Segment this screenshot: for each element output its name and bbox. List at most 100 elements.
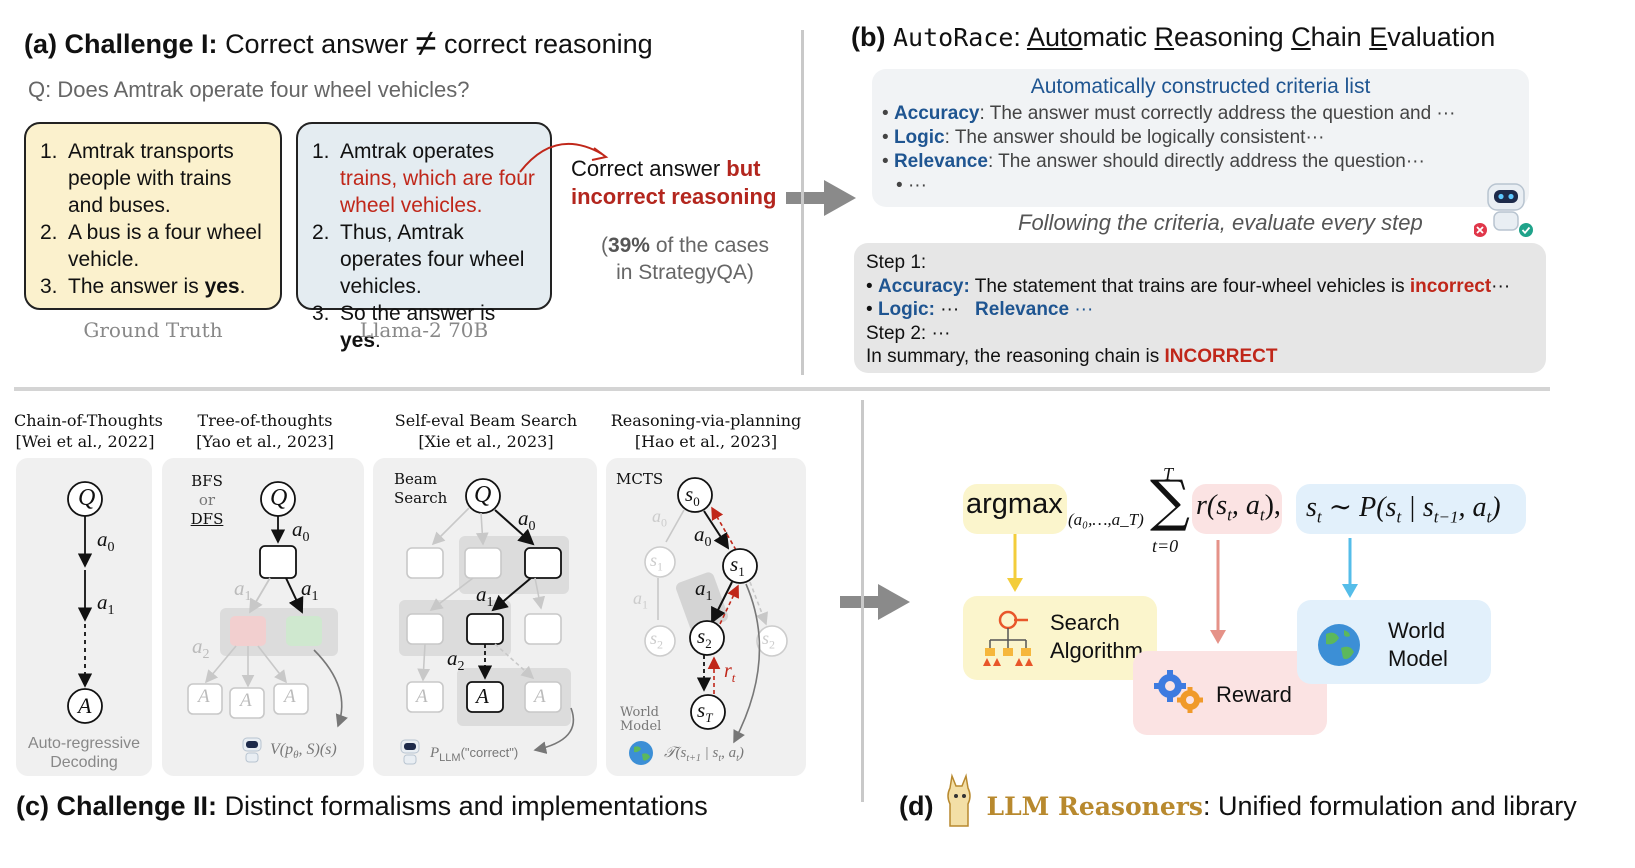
- question-text: Q: Does Amtrak operate four wheel vehicl…: [28, 77, 470, 102]
- beam-leaf-3: A: [534, 686, 546, 707]
- world-model-highlight: [1296, 484, 1526, 534]
- method-title-rap: Reasoning-via-planning[Hao et al., 2023]: [610, 411, 802, 451]
- criterion-accuracy: • Accuracy: The answer must correctly ad…: [882, 103, 1456, 124]
- mcts-a0: a0: [694, 522, 712, 551]
- eval-accuracy: • Accuracy: The statement that trains ar…: [866, 275, 1511, 297]
- criteria-title: Automatically constructed criteria list: [1030, 75, 1371, 98]
- mcts-s2-gray-right: s2: [762, 628, 776, 652]
- gears-icon: [1154, 670, 1203, 713]
- tot-a1-gray-label: a1: [234, 576, 252, 605]
- instruction-text: Following the criteria, evaluate every s…: [1018, 210, 1423, 235]
- list-item: 1.Amtrak operates trains, which are four…: [312, 140, 535, 217]
- method-title-beam: Self-eval Beam Search[Xie et al., 2023]: [394, 411, 578, 451]
- method-title-tot: Tree-of-thoughts[Yao et al., 2023]: [196, 411, 334, 451]
- mcts-s0: s0: [685, 482, 700, 510]
- beam-a0-label: a0: [518, 506, 536, 535]
- robot-icon: [242, 737, 262, 763]
- cot-a1-label: a1: [97, 590, 115, 619]
- llama-caption: Llama-2 70B: [359, 318, 489, 342]
- tot-value-function: V(pθ, S)(s): [270, 741, 337, 762]
- arrow-right-icon: [840, 584, 910, 620]
- list-item: 1.Amtrak transports people with trains a…: [40, 140, 234, 217]
- beam-score-function: PLLM("correct"): [430, 745, 519, 764]
- eval-summary: In summary, the reasoning chain is INCOR…: [866, 346, 1278, 367]
- tot-q-label: Q: [270, 485, 288, 511]
- divider-vertical: [801, 30, 804, 375]
- argmax-term: argmax: [966, 488, 1063, 520]
- statistic-text: (39% of the cases in StrategyQA): [600, 234, 770, 284]
- criterion-logic: • Logic: The answer should be logically …: [882, 127, 1325, 148]
- ground-truth-card: 1.Amtrak transports people with trains a…: [24, 122, 282, 310]
- globe-icon: [629, 741, 653, 765]
- sum-symbol: ∑: [1150, 469, 1190, 534]
- tot-diagram: [187, 481, 348, 728]
- tot-a0-label: a0: [292, 517, 310, 546]
- world-model-term: st ∼ P(st | st−1, at): [1306, 492, 1501, 527]
- mcts-s2: s2: [697, 624, 712, 652]
- robot-icon: [400, 739, 420, 765]
- criterion-more: • ···: [896, 175, 927, 196]
- eval-step-2: Step 2: ···: [866, 322, 951, 344]
- argmax-subscript: (a₀,…,a_T): [1068, 510, 1144, 529]
- mcts-reward: rt: [724, 660, 736, 685]
- panel-b-title: (b) AutoRace: Automatic Reasoning Chain …: [851, 22, 1496, 52]
- tot-a2-label: a2: [192, 634, 210, 663]
- cot-q-label: Q: [78, 485, 96, 511]
- cot-diagram: [67, 481, 103, 724]
- list-item: 3.So the answer is yes.: [312, 302, 496, 352]
- beam-leaf-1: A: [416, 686, 428, 707]
- beam-leaf-2: A: [476, 684, 489, 708]
- sum-lower: t=0: [1152, 536, 1179, 556]
- reward-highlight: [1192, 484, 1282, 534]
- beam-diagram: [399, 478, 575, 754]
- beam-q-label: Q: [474, 482, 492, 508]
- sum-upper: T: [1163, 464, 1174, 484]
- curved-arrow-icon: [519, 142, 609, 173]
- list-item: 2.A bus is a four wheel vehicle.: [40, 221, 262, 271]
- mcts-a0-gray: a0: [652, 506, 667, 530]
- search-tree-icon: [983, 610, 1033, 666]
- method-title-cot: Chain-of-Thoughts[Wei et al., 2022]: [14, 411, 163, 451]
- mcts-s1-gray: s1: [650, 550, 664, 574]
- beam-a1-label: a1: [476, 582, 494, 611]
- argmax-highlight: [963, 484, 1067, 534]
- mcts-sT: sT: [697, 698, 713, 726]
- mcts-a1-gray: a1: [633, 588, 648, 612]
- cot-answer-label: A: [78, 693, 92, 718]
- panel-c-title: (c) Challenge II: Distinct formalisms an…: [16, 791, 708, 821]
- list-item: 2.Thus, Amtrak operates four wheel vehic…: [312, 221, 525, 298]
- evaluation-box: Step 1: • Accuracy: The statement that t…: [854, 243, 1546, 373]
- cot-a0-label: a0: [97, 527, 115, 556]
- tot-a1-label: a1: [301, 576, 319, 605]
- llama-answer-card: 1.Amtrak operates trains, which are four…: [296, 122, 552, 352]
- divider-vertical: [861, 400, 864, 802]
- reward-term: r(st, at),: [1196, 490, 1281, 525]
- mcts-diagram: [644, 477, 788, 744]
- verdict-text: Correct answer but incorrect reasoning: [571, 156, 777, 209]
- panel-d-title: (d) LLM Reasoners: Unified formulation a…: [899, 791, 1577, 821]
- robot-icon: [1474, 183, 1533, 237]
- formula-arrows: [1007, 534, 1358, 644]
- beam-a2-label: a2: [447, 646, 465, 675]
- mcts-s2-gray-left: s2: [650, 628, 664, 652]
- mcts-s1: s1: [730, 552, 745, 580]
- tot-leaf-2: A: [240, 690, 252, 711]
- arrow-right-icon: [786, 180, 856, 216]
- eval-logic-relevance: • Logic: ··· Relevance ···: [866, 299, 1094, 320]
- tot-leaf-1: A: [198, 686, 210, 707]
- globe-icon: [1318, 624, 1360, 666]
- panel-a-title: (a) Challenge I: Correct answer ≠ correc…: [24, 23, 653, 65]
- criteria-list-box: Automatically constructed criteria list …: [872, 69, 1529, 207]
- tot-leaf-3: A: [284, 686, 296, 707]
- mcts-transition: 𝒯(st+1 | st, at): [664, 745, 744, 764]
- divider-horizontal: [14, 387, 1550, 391]
- criterion-relevance: • Relevance: The answer should directly …: [882, 151, 1425, 172]
- mcts-label: MCTS: [616, 470, 664, 488]
- list-item: 3.The answer is yes.: [40, 275, 246, 298]
